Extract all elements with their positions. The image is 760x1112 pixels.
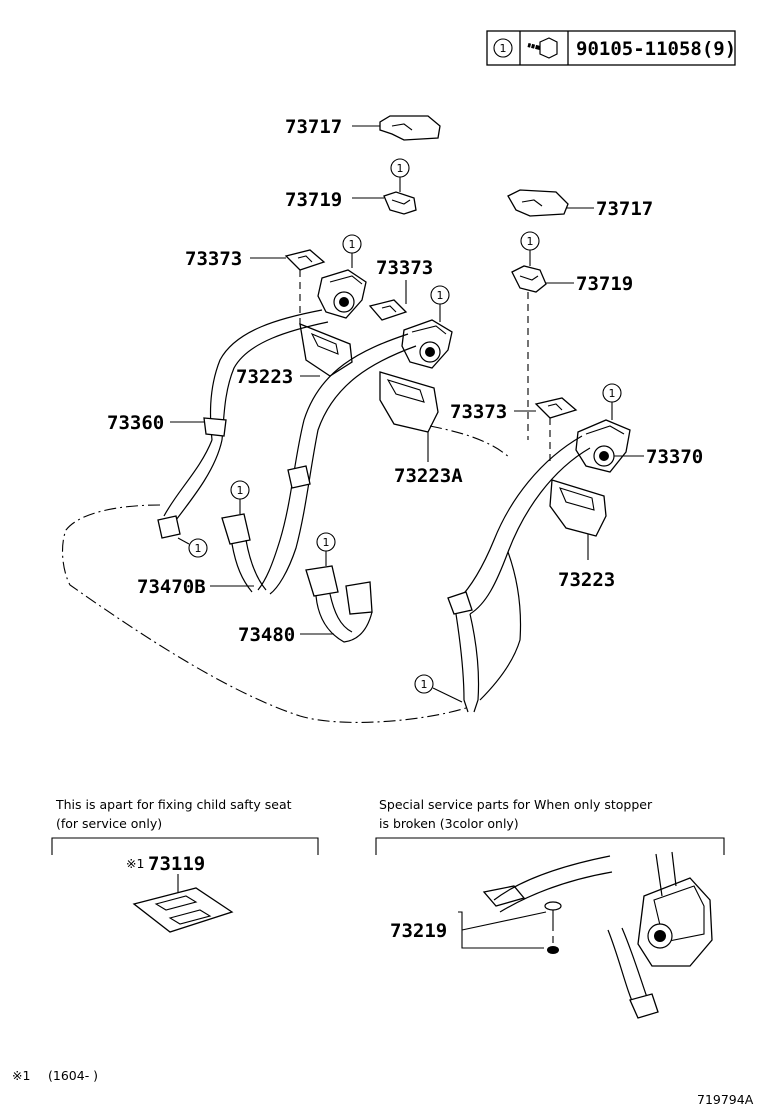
- label-73719-left: 73719: [285, 189, 342, 211]
- ref-circle: [493, 38, 513, 58]
- legend-ref-number: 1: [500, 42, 507, 55]
- part-73470B[interactable]: [221, 513, 267, 593]
- part-73717-left[interactable]: [379, 115, 441, 141]
- legend-part-number: 90105-11058(9): [576, 38, 736, 60]
- part-73373-b[interactable]: [368, 299, 408, 321]
- belt-73360[interactable]: [157, 309, 329, 539]
- retractor-center[interactable]: [401, 319, 453, 369]
- part-73219[interactable]: [482, 885, 562, 954]
- stopper-retractor-illustration: [493, 851, 713, 1019]
- callout-1-text: 1: [609, 387, 616, 400]
- callout-1-text: 1: [437, 289, 444, 302]
- label-73373-b: 73373: [376, 257, 433, 279]
- callout-1-text: 1: [421, 678, 428, 691]
- label-73370: 73370: [646, 446, 703, 468]
- callout-1-text: 1: [349, 238, 356, 251]
- part-73223-right[interactable]: [549, 479, 607, 537]
- label-73223-left: 73223: [236, 366, 293, 388]
- label-73717-right: 73717: [596, 198, 653, 220]
- stopper-note-1: Special service parts for When only stop…: [379, 797, 653, 812]
- child-seat-mark: ※1: [126, 856, 144, 871]
- part-73119[interactable]: [132, 887, 234, 933]
- seat-cushion-outline: [61, 504, 467, 723]
- callout-1: [414, 674, 434, 694]
- fastener-legend: 1 90105-11058(9): [486, 30, 736, 66]
- callout-1-text: 1: [237, 484, 244, 497]
- footnote-text: (1604- ): [48, 1068, 98, 1083]
- stopper-section: Special service parts for When only stop…: [375, 797, 725, 1019]
- diagram-id: 719794A: [697, 1092, 754, 1107]
- label-73717-left: 73717: [285, 116, 342, 138]
- part-73370[interactable]: [575, 419, 631, 473]
- child-seat-note-2: (for service only): [56, 816, 162, 831]
- retractor-left[interactable]: [317, 269, 367, 319]
- label-73223-right: 73223: [558, 569, 615, 591]
- bolt-icon: [527, 37, 558, 59]
- callout-1: [188, 538, 208, 558]
- callout-1-text: 1: [195, 542, 202, 555]
- part-73719-right[interactable]: [511, 265, 547, 293]
- part-73719-left[interactable]: [383, 191, 417, 215]
- part-73480[interactable]: [305, 565, 373, 643]
- label-73219: 73219: [390, 920, 447, 942]
- belt-center[interactable]: [257, 333, 417, 595]
- callout-1-text: 1: [527, 235, 534, 248]
- label-73719-right: 73719: [576, 273, 633, 295]
- label-73119: 73119: [148, 853, 205, 875]
- callout-1-text: 1: [323, 536, 330, 549]
- part-73223-left[interactable]: [299, 322, 353, 377]
- footnote-mark: ※1: [12, 1068, 30, 1083]
- part-73373-c[interactable]: [534, 397, 578, 419]
- belt-right[interactable]: [447, 435, 591, 713]
- label-73360: 73360: [107, 412, 164, 434]
- label-73480: 73480: [238, 624, 295, 646]
- label-73373-a: 73373: [185, 248, 242, 270]
- seat-back-outline: [429, 425, 511, 459]
- label-73223A: 73223A: [394, 465, 463, 487]
- label-73373-c: 73373: [450, 401, 507, 423]
- child-seat-section: This is apart for fixing child safty sea…: [51, 797, 319, 933]
- label-73470B: 73470B: [137, 576, 206, 598]
- part-73717-right[interactable]: [507, 189, 569, 217]
- child-seat-note-1: This is apart for fixing child safty sea…: [55, 797, 292, 812]
- stopper-note-2: is broken (3color only): [379, 816, 519, 831]
- callout-1-text: 1: [397, 162, 404, 175]
- part-73373-a[interactable]: [284, 249, 326, 271]
- part-73223A[interactable]: [379, 371, 439, 433]
